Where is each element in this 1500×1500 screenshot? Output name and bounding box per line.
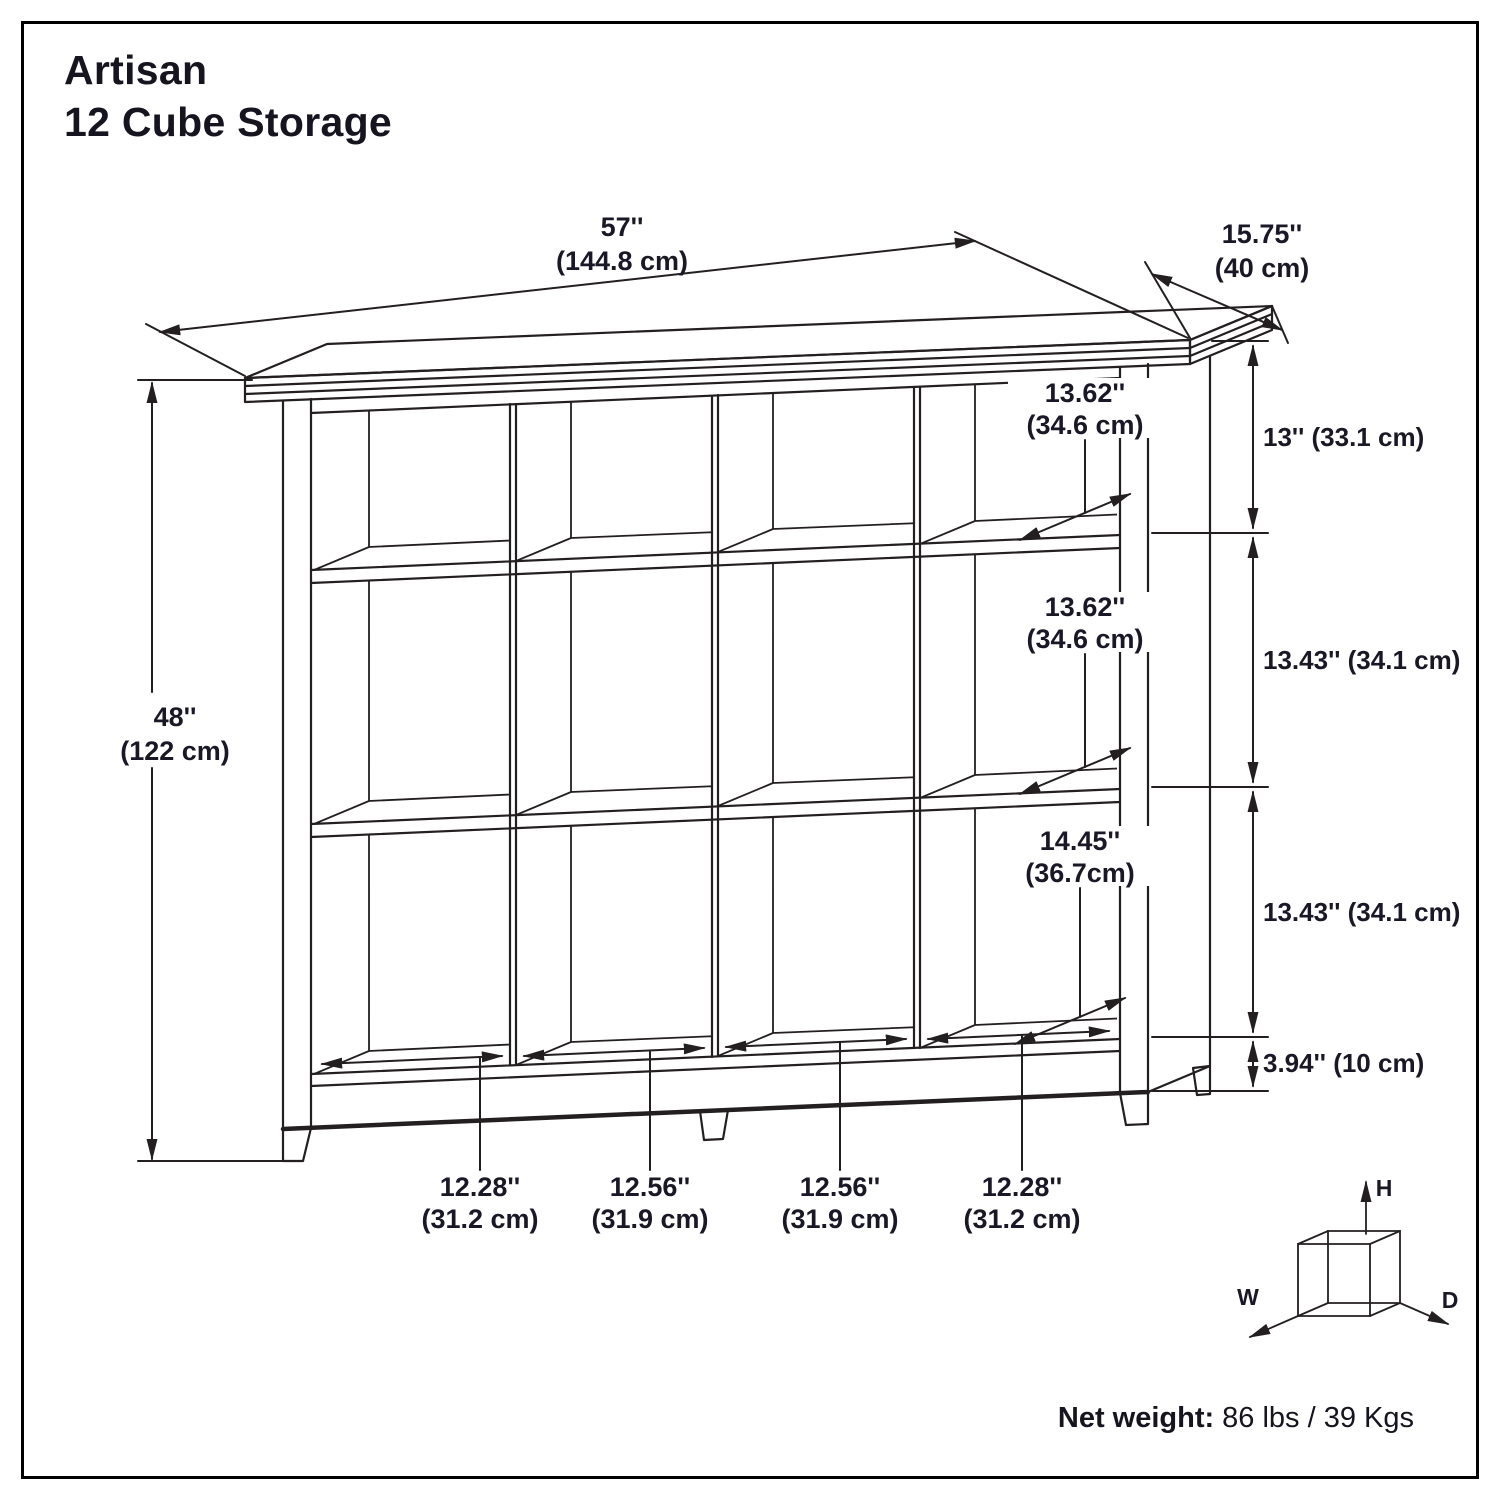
- legs: [281, 1064, 1212, 1163]
- page-border: [21, 21, 1479, 1479]
- cube-width-1-in: 12.28'': [440, 1172, 520, 1202]
- depth-cm-label: (40 cm): [1215, 253, 1310, 283]
- cube-depth-bottom-in: 14.45'': [1040, 826, 1120, 856]
- storage-unit-drawing: [243, 304, 1274, 1163]
- page-title: Artisan 12 Cube Storage: [64, 44, 392, 149]
- axis-d-label: D: [1442, 1287, 1459, 1313]
- row-height-dimensions: [1151, 340, 1269, 1092]
- cube-width-2-in: 12.56'': [610, 1172, 690, 1202]
- cube-width-3-cm: (31.9 cm): [781, 1204, 898, 1234]
- width-cm-label: (144.8 cm): [556, 246, 688, 276]
- row-height-top-label: 13'' (33.1 cm): [1263, 422, 1424, 452]
- height-in-label: 48'': [154, 702, 197, 732]
- cube-width-3-in: 12.56'': [800, 1172, 880, 1202]
- depth-in-label: 15.75'': [1222, 219, 1302, 249]
- cube-width-4-in: 12.28'': [982, 1172, 1062, 1202]
- depth-dimension: [1144, 261, 1289, 344]
- cube-depth-mid-cm: (34.6 cm): [1026, 624, 1143, 654]
- top-panel: [243, 304, 1274, 404]
- front-frame: [280, 362, 1151, 1132]
- cube-depth-top-in: 13.62'': [1045, 378, 1125, 408]
- height-cm-label: (122 cm): [120, 736, 230, 766]
- width-dimension: [145, 231, 1189, 377]
- net-weight: Net weight:86 lbs / 39 Kgs: [1058, 1402, 1414, 1435]
- side-panel: [1146, 354, 1212, 1094]
- axis-cube-icon: [1248, 1180, 1450, 1338]
- cube-depth-dimensions: [1013, 439, 1132, 1045]
- cube-interiors: [314, 378, 1117, 1074]
- label-backplates: [1000, 378, 1162, 886]
- cube-width-dimensions: [320, 1026, 1111, 1171]
- dimension-labels: 57'' (144.8 cm) 15.75'' (40 cm) 48'' (12…: [120, 212, 1460, 1313]
- width-in-label: 57'': [601, 212, 644, 242]
- net-weight-label: Net weight:: [1057, 1402, 1215, 1434]
- cube-depth-bottom-cm: (36.7cm): [1025, 858, 1135, 888]
- cube-depth-top-cm: (34.6 cm): [1026, 410, 1143, 440]
- cube-depth-mid-in: 13.62'': [1045, 592, 1125, 622]
- base-height-label: 3.94'' (10 cm): [1263, 1048, 1424, 1078]
- product-type: 12 Cube Storage: [64, 99, 393, 146]
- product-name: Artisan: [64, 47, 208, 93]
- dimension-lines: [137, 231, 1450, 1338]
- row-height-bottom-label: 13.43'' (34.1 cm): [1263, 897, 1460, 927]
- cube-width-4-cm: (31.2 cm): [963, 1204, 1080, 1234]
- axis-w-label: W: [1237, 1284, 1259, 1310]
- height-dimension: [137, 379, 301, 1162]
- axis-h-label: H: [1376, 1175, 1393, 1201]
- net-weight-value: 86 lbs / 39 Kgs: [1222, 1402, 1414, 1434]
- cube-width-2-cm: (31.9 cm): [591, 1204, 708, 1234]
- row-height-mid-label: 13.43'' (34.1 cm): [1263, 645, 1460, 675]
- cube-width-1-cm: (31.2 cm): [421, 1204, 538, 1234]
